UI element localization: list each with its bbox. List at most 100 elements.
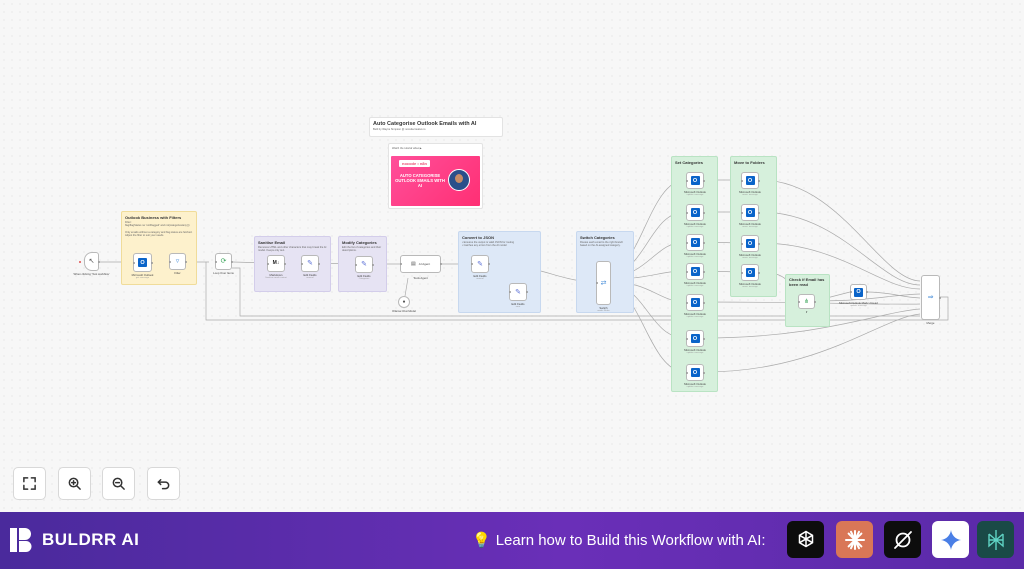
node-label: AI Agent: [418, 262, 431, 266]
switch-icon: ⇄: [600, 279, 607, 287]
node-sub: Tools Agent: [413, 276, 428, 280]
ai-agent-node[interactable]: ▤ AI Agent Tools Agent: [399, 255, 442, 280]
note-title: Move to Folders: [734, 160, 765, 165]
note-body: Filter: flag/flagStatus ne 'notFlagged' …: [125, 221, 193, 238]
learn-banner: 💡 Learn how to Build this Workflow with …: [472, 531, 766, 550]
if-icon: ⋔: [803, 298, 810, 305]
manual-trigger-node[interactable]: ↖ When clicking 'Test workflow': [74, 252, 109, 276]
workflow-subtitle: Built by Wayne Simpson @ nocodecreative.…: [373, 128, 426, 131]
filter-icon: ▿: [175, 258, 180, 265]
zoom-in-icon: [68, 477, 81, 490]
fit-view-button[interactable]: [13, 467, 46, 500]
start-indicator: [79, 261, 81, 263]
buldrr-logo[interactable]: BULDRR AI: [8, 526, 139, 554]
note-title: Switch Categories: [580, 235, 615, 240]
outlook-icon: O: [690, 334, 700, 343]
reset-zoom-button[interactable]: [147, 467, 180, 500]
gemini-button[interactable]: [932, 521, 969, 558]
zoom-out-button[interactable]: [102, 467, 135, 500]
note-title: Sanitise Email: [258, 240, 286, 245]
perplexity-button[interactable]: [977, 521, 1014, 558]
node-label: Ollama Chat Model: [392, 309, 416, 313]
note-outlook-filters: Outlook Business with Filters Filter: fl…: [121, 211, 197, 285]
video-thumbnail[interactable]: nocode • n8n AUTO CATEGORISE OUTLOOK EMA…: [391, 156, 480, 206]
video-label: Watch the tutorial video ▶: [392, 147, 422, 150]
node-label: Filter: [174, 271, 181, 275]
outlook-icon: O: [854, 287, 863, 297]
outlook-icon: O: [690, 298, 700, 307]
node-label: If: [805, 310, 808, 314]
if-read-node[interactable]: ⋔ If: [797, 294, 816, 314]
outlook-icon: O: [690, 267, 700, 276]
grok-button[interactable]: [884, 521, 921, 558]
fit-view-icon: [23, 477, 36, 490]
filter-node[interactable]: ▿ Filter: [168, 253, 187, 275]
video-text: AUTO CATEGORISE OUTLOOK EMAILS WITH AI: [395, 173, 445, 188]
outlook-icon: O: [745, 176, 755, 185]
buldrr-logo-icon: [10, 528, 32, 552]
learn-text: Learn how to Build this Workflow with AI…: [495, 531, 766, 549]
note-body: • Ensures the output is valid JSON for r…: [462, 241, 515, 248]
outlook-icon: O: [690, 208, 700, 217]
chatgpt-icon: [798, 530, 813, 547]
note-sanitise: Sanitise Email Removes HTML and other ch…: [254, 236, 331, 292]
workflow-title: Auto Categorise Outlook Emails with AI: [373, 121, 477, 127]
pencil-icon: ✎: [477, 260, 483, 268]
robot-icon: ▤: [410, 260, 416, 267]
chatgpt-button[interactable]: [787, 521, 824, 558]
node-label: Merge: [926, 321, 935, 325]
zoom-in-button[interactable]: [58, 467, 91, 500]
presenter-avatar: [448, 169, 470, 191]
title-note: Auto Categorise Outlook Emails with AI B…: [369, 117, 503, 137]
outlook-icon: O: [690, 368, 700, 377]
loop-node[interactable]: ⟳ Loop Over Items: [213, 253, 234, 275]
grok-icon: [893, 530, 912, 549]
ollama-node[interactable]: ● Ollama Chat Model: [392, 296, 416, 313]
claude-icon: [844, 529, 865, 550]
workflow-canvas[interactable]: Auto Categorise Outlook Emails with AI B…: [0, 0, 1024, 512]
note-title: Outlook Business with Filters: [125, 215, 182, 220]
merge-node[interactable]: ⇒ Merge: [921, 275, 941, 325]
cursor-click-icon: ↖: [88, 258, 95, 265]
zoom-out-icon: [112, 477, 125, 490]
pencil-icon: ✎: [361, 261, 367, 268]
brand-name: BULDRR AI: [42, 530, 140, 549]
pencil-icon: ✎: [515, 288, 521, 296]
undo-icon: [157, 479, 170, 490]
outlook-icon: O: [745, 239, 755, 248]
note-title: Set Categories: [675, 160, 704, 165]
claude-button[interactable]: [836, 521, 873, 558]
